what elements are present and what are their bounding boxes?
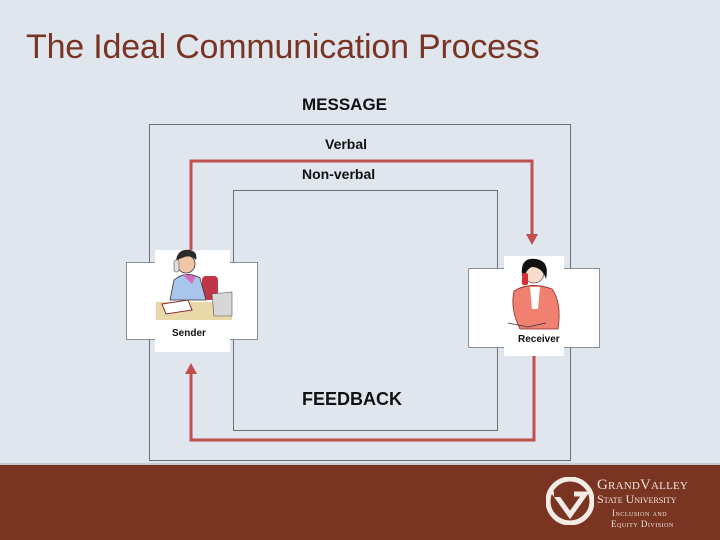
receiver-clipart-icon (507, 258, 560, 330)
slide-title: The Ideal Communication Process (26, 28, 540, 66)
feedback-label: FEEDBACK (302, 389, 403, 409)
sender-clipart-icon (156, 249, 233, 320)
logo-line-grand-valley: GrandValley (597, 477, 689, 493)
receiver-caption: Receiver (518, 334, 560, 345)
sender-caption: Sender (172, 328, 206, 339)
logo-line-state-university: State University (597, 492, 677, 506)
verbal-label: Verbal (325, 136, 368, 152)
logo-line-inclusion: Inclusion and (612, 508, 668, 518)
message-arrowhead-icon (526, 234, 538, 245)
message-arrow (189, 159, 534, 250)
logo-line-equity: Equity Division (611, 519, 674, 529)
message-label: MESSAGE (302, 95, 388, 114)
footer-bar: GrandValley State University Inclusion a… (0, 463, 720, 540)
nonverbal-label: Non-verbal (302, 166, 376, 182)
feedback-arrow (189, 352, 536, 442)
feedback-arrowhead-icon (185, 363, 197, 374)
gvsu-logo-icon (546, 477, 594, 525)
